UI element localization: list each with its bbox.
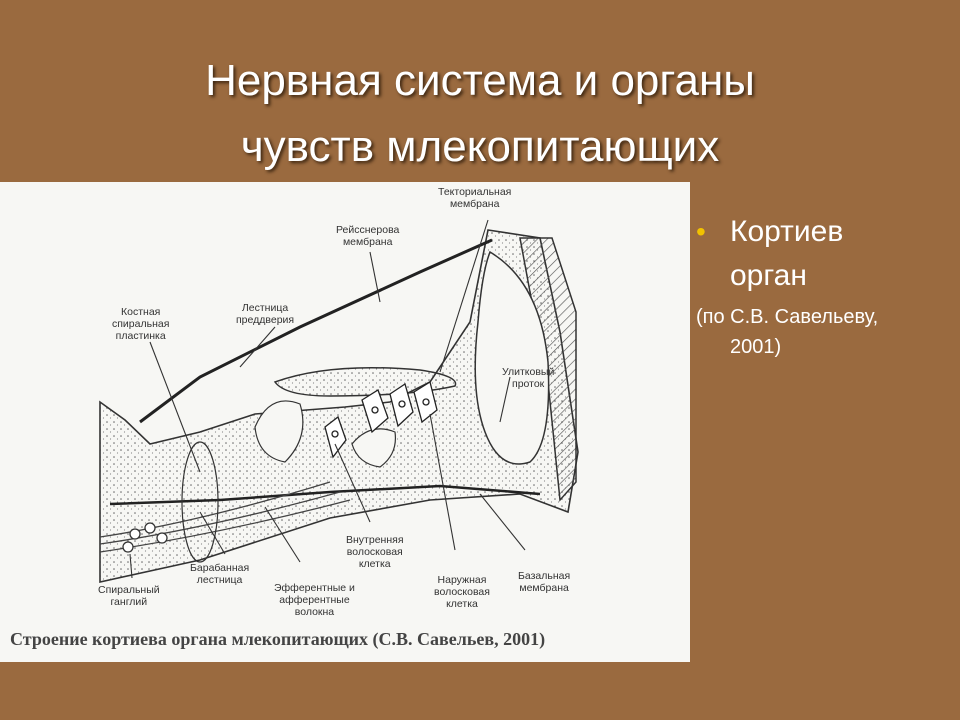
leader-lines — [129, 219, 526, 579]
spiral-ganglion-cells — [122, 522, 168, 553]
corti-organ-diagram — [99, 219, 579, 583]
bullet-main-line-1: Кортиев — [730, 215, 844, 248]
inner-tunnel — [254, 400, 304, 463]
bullet-list: • Кортиев орган (по С.В. Савельеву, 2001… — [696, 210, 956, 362]
tectorial-membrane-shape — [273, 366, 457, 397]
slide-title: Нервная система и органы чувств млекопит… — [0, 48, 960, 180]
cochlear-tissue — [99, 229, 579, 583]
bullet-sub-line-1: (по С.В. Савельеву, — [696, 306, 879, 328]
hair-cells — [324, 380, 438, 459]
bullet-sub-line-2: 2001) — [730, 336, 782, 358]
lamina-ellipse — [181, 441, 219, 563]
title-line-1: Нервная система и органы — [205, 56, 755, 105]
title-line-2: чувств млекопитающих — [240, 122, 720, 171]
bullet-subtext: (по С.В. Савельеву, 2001) — [696, 302, 956, 362]
bullet-dot-icon: • — [696, 216, 706, 247]
basilar-membrane-line — [109, 484, 541, 506]
bullet-main-line-2: орган — [730, 259, 807, 292]
bullet-item-main: • Кортиев орган — [696, 210, 956, 298]
cochlear-duct-lumen — [474, 250, 550, 465]
figure-caption: Строение кортиева органа млекопитающих (… — [10, 629, 546, 649]
reissner-membrane-line — [139, 238, 493, 424]
